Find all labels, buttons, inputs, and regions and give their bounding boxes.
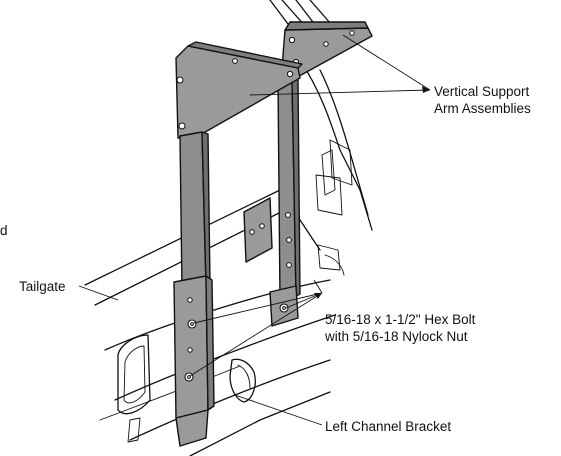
vertical-support-label-line2: Arm Assemblies	[434, 101, 531, 116]
tailgate-label: Tailgate	[19, 278, 66, 295]
hex-bolt-label-line1: 5/16-18 x 1-1/2" Hex Bolt	[325, 312, 476, 327]
left-channel-bracket-label-text: Left Channel Bracket	[325, 419, 452, 434]
tailgate-label-text: Tailgate	[19, 279, 66, 294]
hex-bolt-label-line2: with 5/16-18 Nylock Nut	[325, 329, 468, 344]
leader-bolt-1	[193, 292, 323, 324]
right-vertical-support-arm	[269, 21, 373, 327]
edge-fragment-text: d	[0, 223, 8, 238]
left-channel-bracket	[229, 197, 273, 403]
leader-tailgate	[78, 285, 119, 301]
vertical-support-label: Vertical Support Arm Assemblies	[434, 83, 531, 117]
leader-vertical-support-1	[342, 34, 431, 91]
leader-bolt-2	[189, 292, 323, 377]
vertical-support-label-line1: Vertical Support	[434, 84, 530, 99]
leader-arrowheads	[314, 86, 430, 299]
leader-channel-bracket	[234, 394, 323, 426]
leader-bolt-4	[313, 279, 323, 294]
leader-lines	[78, 34, 431, 426]
hex-bolt-label: 5/16-18 x 1-1/2" Hex Bolt with 5/16-18 N…	[325, 311, 475, 345]
edge-fragment-label: d	[0, 222, 8, 239]
left-channel-bracket-label: Left Channel Bracket	[325, 418, 451, 435]
leader-vertical-support-2	[249, 89, 431, 96]
left-vertical-support-arm	[173, 41, 303, 447]
